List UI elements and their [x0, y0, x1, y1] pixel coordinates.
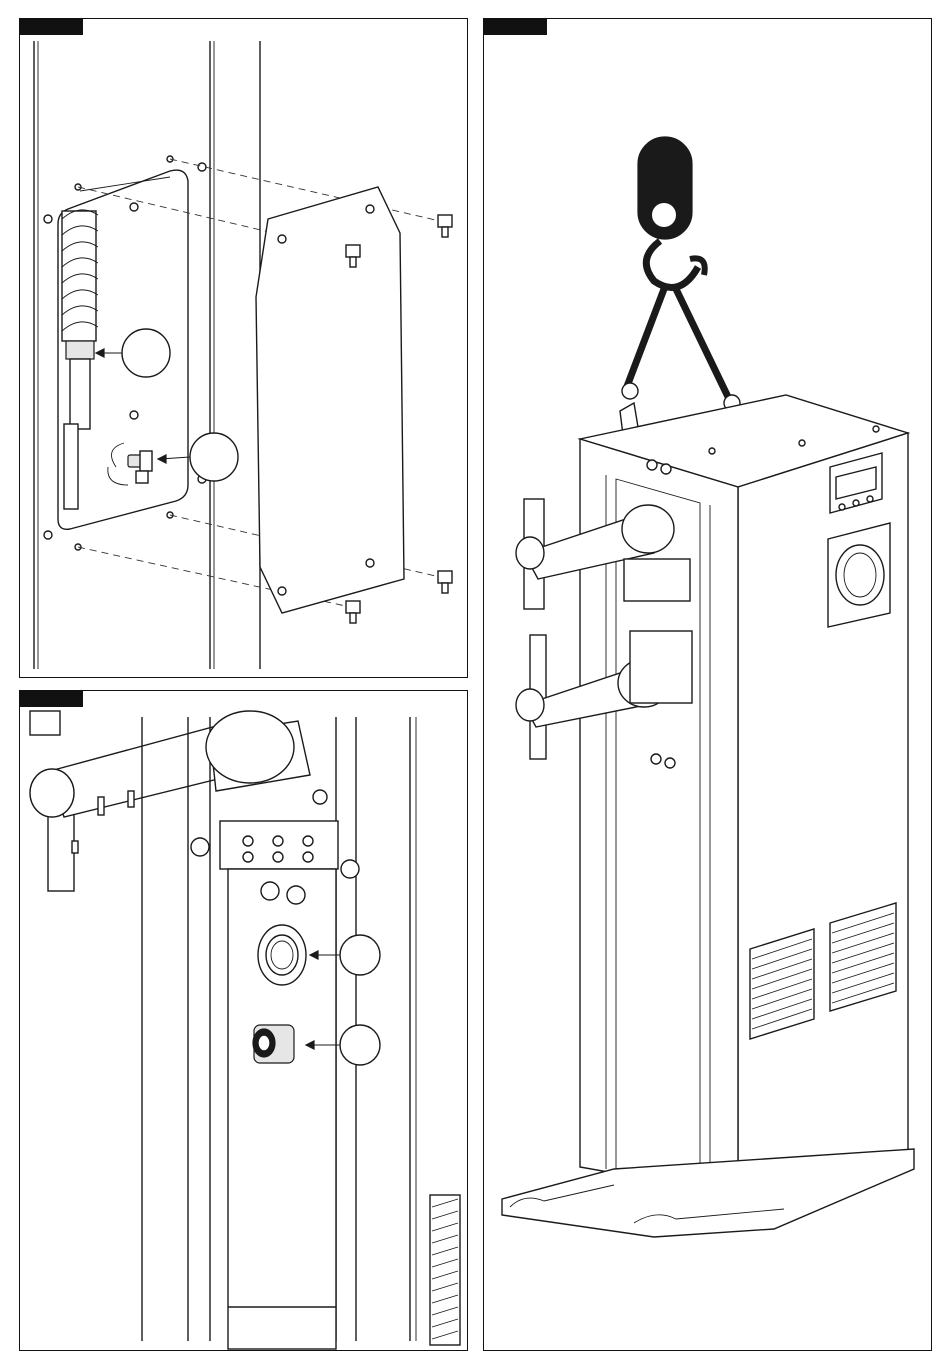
vent-grille-icon [430, 1195, 460, 1345]
main-switch-icon [828, 523, 890, 627]
cover-plate [256, 187, 404, 613]
connector [253, 1025, 294, 1063]
valve-icon [128, 451, 152, 483]
callout-circle [122, 329, 170, 377]
lifting-hook-icon [638, 137, 705, 287]
panel-inlet-detail [19, 690, 468, 1351]
lifting-chain-icon [622, 289, 740, 411]
coil-spring [62, 210, 98, 509]
bolt-icon [438, 215, 452, 237]
inlet-detail-drawing [20, 691, 468, 1351]
coolant-inlet [258, 925, 306, 985]
vent-grille-icon [750, 929, 814, 1039]
callout-circle [340, 1025, 380, 1065]
rotation-arrow-icon [108, 443, 128, 485]
panel-lifting [483, 18, 932, 1351]
cover-removal-drawing [20, 19, 468, 678]
lifting-drawing [484, 19, 932, 1351]
callout-circle [340, 935, 380, 975]
callout-circle [190, 433, 238, 481]
bolt-icon [346, 601, 360, 623]
bolt-icon [438, 571, 452, 593]
panel-cover-removal [19, 18, 468, 678]
